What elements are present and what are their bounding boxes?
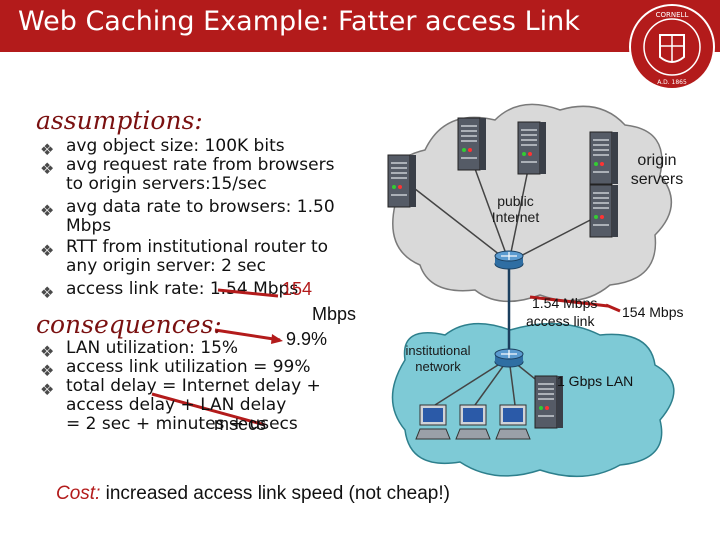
consequence-line: LAN utilization: 15% xyxy=(66,338,239,358)
assumption-line: avg request rate from browsers xyxy=(66,155,335,175)
cost-statement: Cost: increased access link speed (not c… xyxy=(56,483,450,505)
bullet-icon: ❖ xyxy=(40,161,55,178)
arrow-new-util xyxy=(214,328,281,342)
new-access-link-rate: 154 Mbps xyxy=(622,304,684,320)
consequence-line: total delay = Internet delay + xyxy=(66,376,321,396)
svg-text:A.D. 1865: A.D. 1865 xyxy=(657,79,687,86)
bullet-icon: ❖ xyxy=(40,203,55,220)
new-rate-value: 154 xyxy=(282,279,313,299)
origin-servers-label: origin servers xyxy=(630,152,684,188)
assumption-line: access link rate: 1.54 Mbps xyxy=(66,279,299,299)
strike-old-delay xyxy=(151,392,266,427)
assumption-line: Mbps xyxy=(66,216,112,236)
cost-label: Cost: xyxy=(56,483,101,504)
cost-text: increased access link speed (not cheap!) xyxy=(100,483,450,504)
bullet-icon: ❖ xyxy=(40,363,55,380)
title-bar xyxy=(0,0,720,52)
strike-old-link-rate xyxy=(529,295,609,308)
arrowhead-icon xyxy=(271,334,283,344)
pc-icon xyxy=(455,404,491,440)
institutional-network-label: institutional network xyxy=(405,343,471,374)
consequence-line: = 2 sec + minutes + usecs xyxy=(66,414,298,434)
assumption-line: avg object size: 100K bits xyxy=(66,136,285,156)
origin-server-icon xyxy=(589,184,619,238)
bullet-icon: ❖ xyxy=(40,243,55,260)
old-access-link-rate: 1.54 Mbps xyxy=(532,295,598,311)
assumptions-heading: assumptions: xyxy=(36,106,203,135)
bullet-icon: ❖ xyxy=(40,382,55,399)
assumption-line: avg data rate to browsers: 1.50 xyxy=(66,197,335,217)
assumption-line: to origin servers:15/sec xyxy=(66,174,267,194)
strike-old-rate xyxy=(217,288,279,298)
access-link-label: access link xyxy=(526,313,595,329)
pc-icon xyxy=(415,404,451,440)
pc-icon xyxy=(495,404,531,440)
assumption-line: any origin server: 2 sec xyxy=(66,256,266,276)
new-delay-unit: msecs xyxy=(214,414,267,434)
institutional-router-icon xyxy=(494,348,524,368)
assumption-line: RTT from institutional router to xyxy=(66,237,329,257)
university-seal-logo: CORNELL A.D. 1865 xyxy=(629,4,715,90)
bullet-icon: ❖ xyxy=(40,142,55,159)
slide-title: Web Caching Example: Fatter access Link xyxy=(18,6,580,37)
bullet-icon: ❖ xyxy=(40,285,55,302)
consequence-line: access delay + LAN delay xyxy=(66,395,287,415)
consequences-heading: consequences: xyxy=(36,310,222,339)
consequence-line: access link utilization = 99% xyxy=(66,357,311,377)
new-rate-unit: Mbps xyxy=(312,304,357,324)
internet-router-icon xyxy=(494,250,524,270)
public-internet-label: public Internet xyxy=(491,193,540,225)
new-utilization-value: 9.9% xyxy=(286,329,328,349)
svg-text:CORNELL: CORNELL xyxy=(656,11,689,19)
lan-label: 1 Gbps LAN xyxy=(557,373,634,389)
origin-server-icon xyxy=(457,117,487,171)
origin-server-icon xyxy=(387,154,417,208)
origin-server-icon xyxy=(517,121,547,175)
bullet-icon: ❖ xyxy=(40,344,55,361)
